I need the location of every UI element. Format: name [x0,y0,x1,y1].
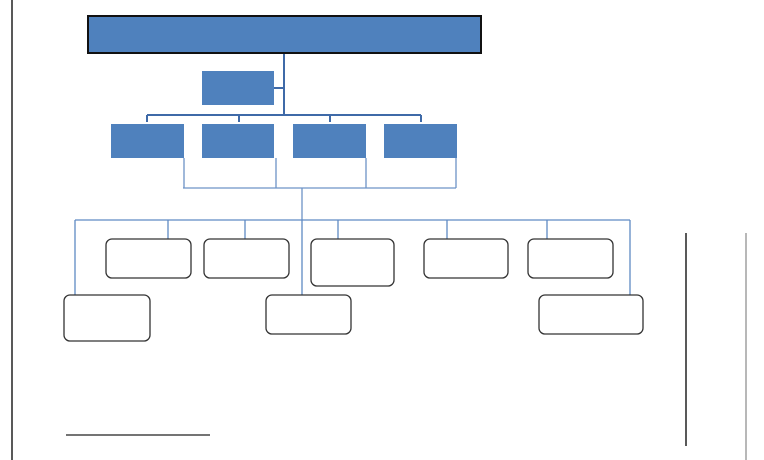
staff-box-1[interactable] [105,238,192,279]
manager-box-4[interactable] [384,124,457,158]
staff-box-3[interactable] [310,238,395,287]
assistant-box[interactable] [202,71,274,105]
staff-box-7[interactable] [265,294,352,335]
staff-box-8[interactable] [538,294,644,335]
connector-top [146,53,422,122]
staff-box-4[interactable] [423,238,509,279]
connector-staff [74,219,631,295]
manager-box-1[interactable] [111,124,184,158]
top-box[interactable] [87,15,482,54]
manager-box-3[interactable] [293,124,366,158]
connectors [74,53,631,295]
connector-managers [183,158,457,220]
staff-box-2[interactable] [203,238,290,279]
staff-box-6[interactable] [63,294,151,342]
manager-box-2[interactable] [202,124,274,158]
staff-box-5[interactable] [527,238,614,279]
